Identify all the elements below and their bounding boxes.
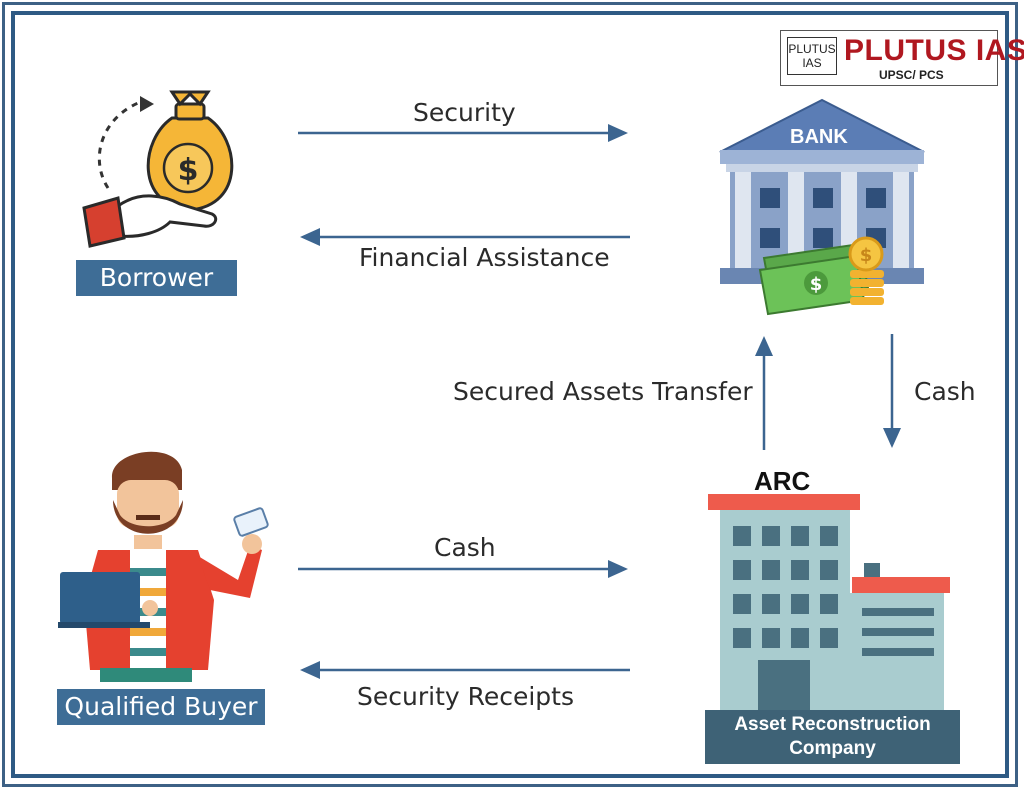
flow-label-financial-assistance: Financial Assistance bbox=[359, 243, 610, 272]
arc-window bbox=[820, 594, 838, 614]
flow-label-security: Security bbox=[413, 98, 516, 127]
logo-subtitle: UPSC/ PCS bbox=[879, 68, 944, 82]
arrow-cash-to-bank bbox=[883, 334, 901, 448]
arc-window bbox=[762, 628, 780, 648]
arc-title: ARC bbox=[754, 466, 811, 496]
arrow-cash-from-buyer bbox=[298, 560, 628, 578]
qualified-buyer-person-icon bbox=[58, 451, 269, 682]
flow-label-secured-assets-transfer: Secured Assets Transfer bbox=[453, 377, 753, 406]
arc-windows bbox=[733, 526, 838, 648]
arrow-security-receipts bbox=[300, 661, 630, 679]
logo-small-mark: PLUTUS IAS bbox=[787, 37, 837, 75]
arrow-secured-assets-transfer bbox=[755, 336, 773, 450]
svg-text:$: $ bbox=[860, 245, 873, 266]
flow-label-cash-from-buyer: Cash bbox=[434, 533, 496, 562]
arrow-security bbox=[298, 124, 628, 142]
arc-full-name-label: Asset Reconstruction Company bbox=[705, 710, 960, 764]
arc-window bbox=[733, 526, 751, 546]
bank-sign-text: BANK bbox=[790, 126, 848, 148]
arc-window bbox=[791, 526, 809, 546]
arc-window bbox=[820, 560, 838, 580]
arc-window bbox=[762, 594, 780, 614]
flow-label-security-receipts: Security Receipts bbox=[357, 682, 575, 711]
arc-window bbox=[733, 560, 751, 580]
svg-text:$: $ bbox=[810, 274, 823, 295]
svg-text:$: $ bbox=[178, 153, 199, 188]
flow-label-cash-to-bank: Cash bbox=[914, 377, 976, 406]
arc-window bbox=[733, 594, 751, 614]
arc-window bbox=[791, 628, 809, 648]
arc-window bbox=[762, 526, 780, 546]
bank-building-icon: $ $ bbox=[719, 98, 925, 316]
arc-window bbox=[791, 594, 809, 614]
arc-window bbox=[791, 560, 809, 580]
borrower-money-bag-icon: $ bbox=[82, 90, 234, 248]
plutus-ias-logo: PLUTUS IAS PLUTUS IAS UPSC/ PCS bbox=[780, 30, 1024, 86]
arc-window bbox=[820, 526, 838, 546]
arc-window bbox=[762, 560, 780, 580]
qualified-buyer-label: Qualified Buyer bbox=[57, 689, 265, 725]
logo-title: PLUTUS IAS bbox=[844, 34, 1024, 67]
arc-window bbox=[733, 628, 751, 648]
borrower-label: Borrower bbox=[76, 260, 237, 296]
arrow-financial-assistance bbox=[300, 228, 630, 246]
arc-window bbox=[820, 628, 838, 648]
